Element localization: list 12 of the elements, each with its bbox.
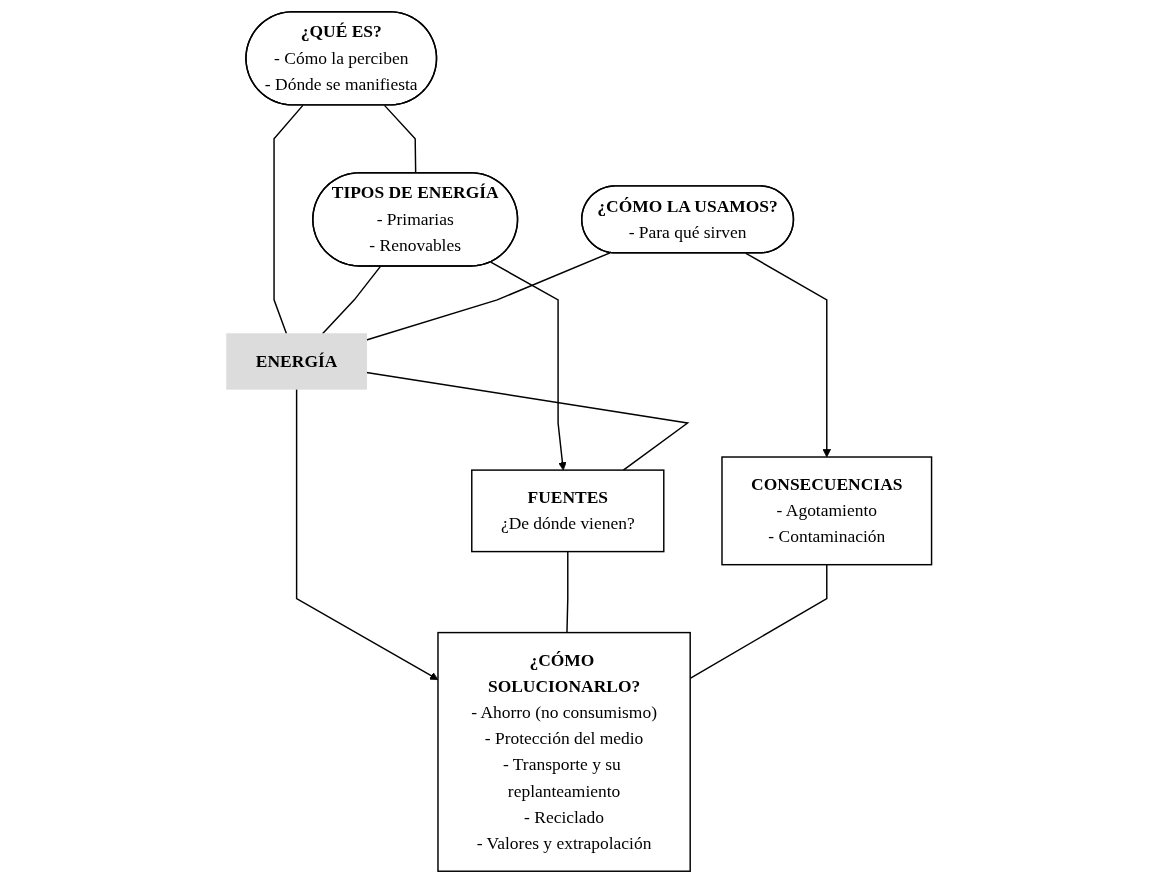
connector xyxy=(566,550,569,634)
connector xyxy=(273,104,304,335)
connector xyxy=(321,265,382,335)
node-box: FUENTES ¿De dónde vienen? xyxy=(470,469,665,553)
connector xyxy=(365,252,611,341)
arrow xyxy=(745,252,831,458)
connector xyxy=(365,371,690,471)
connector xyxy=(383,104,417,174)
node-box: CONSECUENCIAS - Agotamiento - Contaminación xyxy=(721,456,933,566)
node-box: ENERGÍA xyxy=(226,333,367,390)
arrow xyxy=(489,261,567,471)
node-box: ¿CÓMO SOLUCIONARLO? - Ahorro (no consumismo) - Protección del medio - Transporte y su replanteamiento - Reciclado - Valores y extrapolación xyxy=(437,631,691,872)
